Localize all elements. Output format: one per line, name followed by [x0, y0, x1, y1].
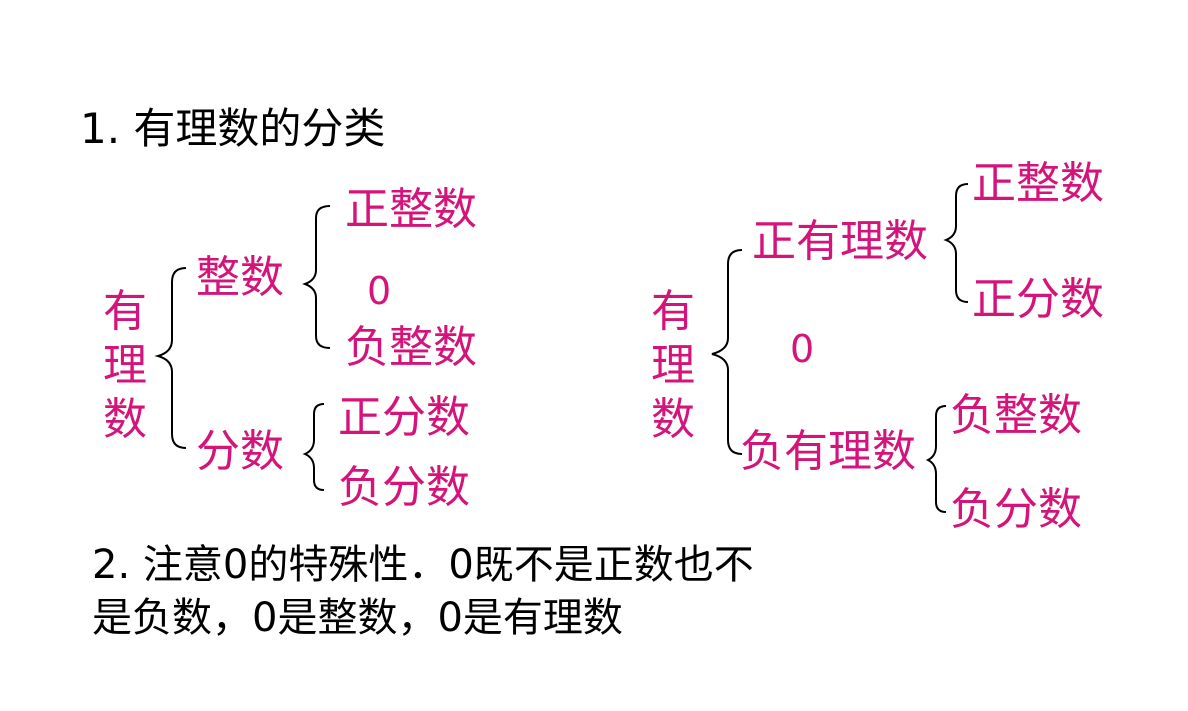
- diagram1-positive-integer: 正整数: [345, 184, 477, 235]
- diagram2-positive-fraction: 正分数: [972, 274, 1104, 325]
- diagram1-integers-label: 整数: [196, 252, 284, 303]
- diagram1-root-char-3: 数: [103, 394, 147, 445]
- brace-integers: [302, 205, 331, 349]
- diagram2-root-char-2: 理: [651, 340, 695, 391]
- diagram1-fractions-label: 分数: [196, 426, 284, 477]
- brace-negative: [925, 405, 947, 513]
- diagram1-root-char-1: 有: [103, 286, 147, 337]
- diagram1-negative-integer: 负整数: [345, 322, 477, 373]
- diagram2-positive-label: 正有理数: [752, 216, 928, 267]
- diagram1-zero: 0: [367, 269, 392, 313]
- diagram2-negative-fraction: 负分数: [950, 484, 1082, 535]
- note-line-1: 2. 注意0的特殊性．0既不是正数也不: [92, 542, 754, 588]
- section-heading: 1. 有理数的分类: [80, 104, 386, 153]
- brace-root-2: [711, 249, 743, 455]
- diagram1-negative-fraction: 负分数: [338, 462, 470, 513]
- diagram2-negative-integer: 负整数: [950, 390, 1082, 441]
- diagram1-positive-fraction: 正分数: [338, 392, 470, 443]
- diagram2-positive-integer: 正整数: [972, 158, 1104, 209]
- diagram2-root-char-3: 数: [651, 394, 695, 445]
- diagram2-negative-label: 负有理数: [740, 426, 916, 477]
- diagram1-root-char-2: 理: [103, 340, 147, 391]
- brace-fractions: [302, 403, 325, 491]
- diagram2-zero: 0: [790, 327, 815, 371]
- note-line-2: 是负数，0是整数，0是有理数: [92, 595, 623, 641]
- brace-root-1: [154, 267, 187, 449]
- diagram1-root-label: 有 理 数: [100, 285, 150, 447]
- brace-positive: [943, 183, 969, 303]
- diagram2-root-char-1: 有: [651, 286, 695, 337]
- diagram2-root-label: 有 理 数: [648, 285, 698, 447]
